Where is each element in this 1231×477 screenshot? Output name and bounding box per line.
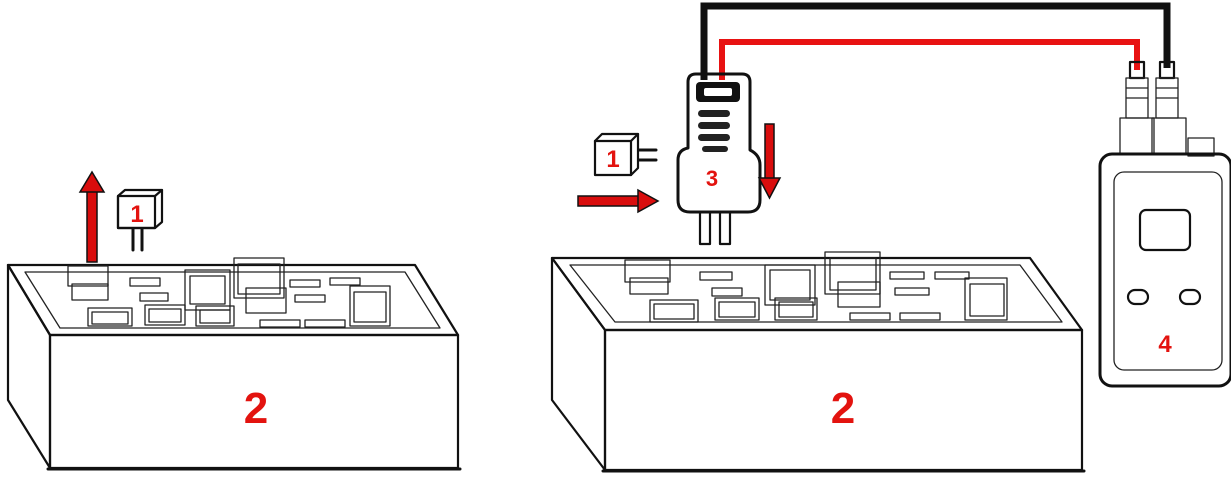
base-block-left: 2 bbox=[6, 257, 462, 471]
base-block-right: 2 bbox=[550, 251, 1086, 473]
label-2-left: 2 bbox=[244, 384, 268, 433]
cables bbox=[700, 2, 1171, 80]
label-4: 4 bbox=[1158, 331, 1172, 358]
socket-cluster-right bbox=[624, 251, 1008, 323]
label-1-left: 1 bbox=[130, 201, 143, 228]
socket-cluster-left bbox=[67, 257, 391, 328]
down-arrow-icon bbox=[757, 123, 782, 200]
test-meter: 4 bbox=[1098, 60, 1231, 388]
up-arrow-icon bbox=[78, 170, 106, 263]
right-arrow-icon bbox=[577, 188, 660, 214]
label-2-right: 2 bbox=[831, 384, 855, 433]
component-1-right: 1 bbox=[593, 132, 658, 177]
label-1-right: 1 bbox=[606, 146, 619, 173]
test-adapter: 3 bbox=[676, 72, 762, 246]
label-3: 3 bbox=[706, 166, 718, 191]
component-1-left: 1 bbox=[116, 188, 164, 252]
